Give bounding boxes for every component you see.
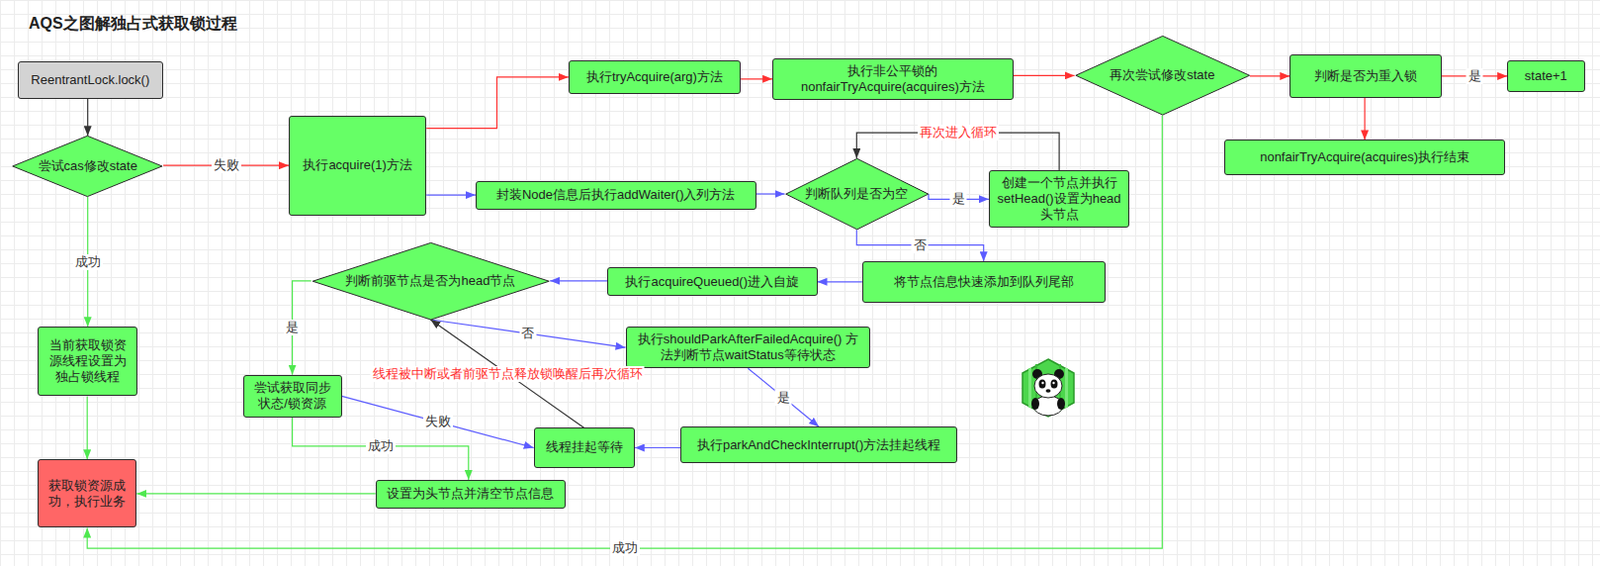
connector-arrow — [87, 395, 89, 459]
node-text: 线程挂起等待 — [545, 439, 623, 455]
node-text: 执行tryAcquire(arg)方法 — [586, 69, 723, 86]
connector-arrow — [430, 319, 584, 428]
edge-label: 失败 — [211, 157, 242, 174]
diamond-outline — [11, 135, 164, 197]
edge-label: 是 — [950, 190, 968, 207]
node-text: 执行非公平锁的 nonfairTryAcquire(acquires)方法 — [779, 63, 1007, 95]
process-box: 设置为头节点并清空节点信息 — [375, 479, 566, 509]
node-text: 尝试cas修改state — [38, 158, 138, 175]
connector-arrow — [856, 132, 1060, 171]
start-box: ReentrantLock.lock() — [17, 61, 165, 99]
connector-arrow — [426, 194, 476, 196]
edge-label: 成功 — [610, 539, 640, 556]
node-text: state+1 — [1524, 68, 1568, 85]
connector-arrow — [163, 165, 289, 167]
node-text: 封装Node信息后执行addWaiter()入列方法 — [496, 186, 736, 203]
process-box: 执行shouldParkAfterFailedAcquire() 方法判断节点w… — [625, 326, 872, 368]
connector-arrow — [928, 193, 989, 199]
diamond-outline — [785, 158, 929, 230]
edge-label: 线程被中断或者前驱节点释放锁唤醒后再次循环 — [370, 365, 645, 382]
decision-diamond: 尝试cas修改state — [11, 135, 164, 197]
connector-arrow — [87, 196, 89, 327]
node-text: 判断是否为重入锁 — [1314, 68, 1418, 85]
node-text: 执行parkAndCheckInterrupt()方法挂起线程 — [697, 437, 941, 453]
connector-arrow — [1441, 75, 1508, 77]
node-text: 再次尝试修改state — [1109, 67, 1215, 84]
edge-label: 是 — [1466, 68, 1484, 85]
diamond-outline — [1074, 35, 1250, 115]
connector-arrow — [87, 115, 1162, 548]
node-text: nonfairTryAcquire(acquires)执行结束 — [1259, 149, 1470, 166]
process-box: 获取锁资源成功，执行业务 — [37, 458, 137, 528]
connector-arrow — [342, 395, 534, 447]
decision-diamond: 判断队列是否为空 — [785, 158, 929, 230]
connector-arrow — [426, 77, 569, 129]
process-box: 当前获取锁资源线程设置为独占锁线程 — [37, 326, 138, 396]
process-box: 执行acquireQueued()进入自旋 — [607, 266, 818, 296]
edge-label: 成功 — [73, 254, 103, 270]
connector-arrow — [1249, 75, 1290, 77]
edge-label: 是 — [283, 319, 301, 336]
node-text: 执行shouldParkAfterFailedAcquire() 方法判断节点w… — [632, 331, 865, 363]
process-box: 封装Node信息后执行addWaiter()入列方法 — [475, 180, 757, 210]
process-box: state+1 — [1507, 60, 1585, 92]
edge-label: 失败 — [423, 413, 453, 430]
connector-arrow — [292, 280, 312, 375]
process-box: 执行parkAndCheckInterrupt()方法挂起线程 — [680, 426, 958, 463]
connector-arrow — [817, 280, 863, 282]
connector-arrow — [634, 446, 682, 448]
connector-arrow — [549, 279, 608, 281]
edge-label: 否 — [911, 237, 929, 254]
node-text: 执行acquireQueued()进入自旋 — [624, 273, 800, 290]
edge-label: 是 — [775, 389, 793, 406]
process-box: 将节点信息快速添加到队列尾部 — [862, 261, 1106, 303]
connector-arrow — [1363, 97, 1365, 140]
node-text: 设置为头节点并清空节点信息 — [386, 485, 554, 502]
connector-arrow — [756, 192, 786, 194]
decision-diamond: 判断前驱节点是否为head节点 — [311, 242, 550, 320]
process-box: 执行tryAcquire(arg)方法 — [568, 60, 741, 94]
node-text: 将节点信息快速添加到队列尾部 — [893, 273, 1074, 290]
edge-label: 成功 — [365, 438, 396, 454]
process-box: 执行acquire(1)方法 — [288, 115, 427, 216]
process-box: 判断是否为重入锁 — [1289, 54, 1442, 98]
connector-arrow — [136, 492, 375, 494]
diagram-title: AQS之图解独占式获取锁过程 — [28, 13, 238, 35]
node-text: 判断队列是否为空 — [804, 185, 908, 202]
decision-diamond: 再次尝试修改state — [1074, 35, 1250, 115]
diamond-outline — [311, 242, 550, 320]
connector-arrow — [1013, 75, 1075, 77]
connector-arrow — [292, 417, 469, 480]
process-box: nonfairTryAcquire(acquires)执行结束 — [1224, 139, 1506, 176]
node-text: ReentrantLock.lock() — [30, 72, 150, 89]
process-box: 尝试获取同步状态/锁资源 — [243, 374, 343, 418]
connector-arrow — [430, 319, 625, 348]
connector-arrow — [747, 367, 819, 427]
connector-arrow — [87, 98, 89, 136]
process-box: 线程挂起等待 — [533, 427, 635, 467]
node-text: 尝试获取同步状态/锁资源 — [250, 379, 336, 412]
panda-icon — [1018, 357, 1078, 418]
edge-label: 否 — [519, 325, 536, 342]
node-text: 当前获取锁资源线程设置为独占锁线程 — [44, 337, 131, 385]
node-text: 执行acquire(1)方法 — [302, 157, 413, 174]
process-box: 创建一个节点并执行setHead()设置为head头节点 — [988, 170, 1130, 228]
connector-arrow — [856, 229, 983, 262]
edge-label: 再次进入循环 — [917, 124, 999, 141]
process-box: 执行非公平锁的 nonfairTryAcquire(acquires)方法 — [772, 58, 1014, 100]
connector-arrow — [740, 78, 773, 80]
node-text: 创建一个节点并执行setHead()设置为head头节点 — [995, 175, 1123, 223]
node-text: 判断前驱节点是否为head节点 — [345, 272, 516, 289]
node-text: 获取锁资源成功，执行业务 — [44, 477, 130, 510]
